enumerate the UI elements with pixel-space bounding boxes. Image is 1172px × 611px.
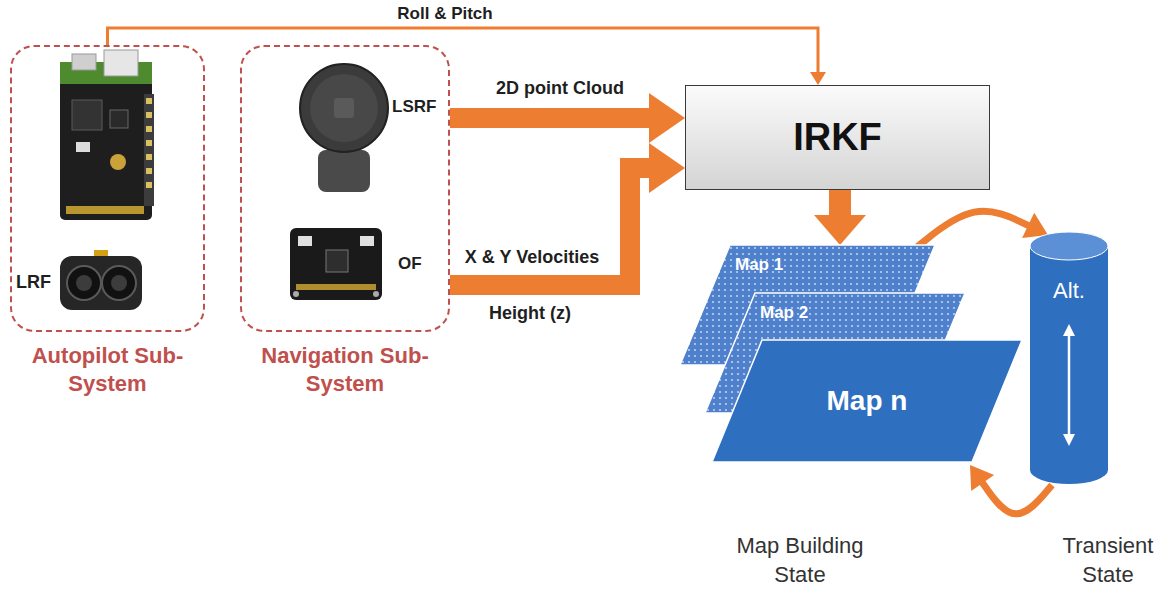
autopilot-board [60, 50, 154, 220]
illustration-part [298, 236, 312, 246]
illustration-part [66, 206, 144, 214]
connector [450, 93, 685, 143]
sensor-name: OF [398, 254, 422, 274]
illustration-part [146, 98, 152, 104]
illustration-part [76, 275, 92, 291]
signal-name: Roll & Pitch [394, 4, 495, 24]
illustration-part [67, 266, 101, 300]
illustration-part [146, 140, 152, 146]
sensor-name: LSRF [392, 97, 436, 117]
illustration-part [110, 154, 126, 170]
filter-box: IRKF [685, 85, 990, 190]
arrowhead [649, 143, 685, 193]
illustration-part [293, 291, 299, 297]
illustration-part [102, 266, 136, 300]
signal-name: Height (z) [489, 303, 571, 324]
arrowhead [810, 72, 826, 85]
map-name: Map n [827, 385, 908, 417]
illustration-part [300, 64, 388, 152]
illustration-part [310, 74, 378, 142]
signal-name: X & Y Velocities [462, 247, 602, 268]
connector-line [917, 211, 1029, 247]
illustration-part [111, 275, 127, 291]
map-shape [712, 340, 1022, 462]
arrowhead [814, 215, 866, 245]
altitude-label: Alt. [1030, 278, 1108, 304]
lsrf-lidar [300, 64, 388, 192]
illustration-part [146, 126, 152, 132]
connector [814, 190, 866, 245]
filter-name: IRKF [793, 116, 882, 159]
illustration-part [360, 236, 374, 246]
illustration-part [296, 284, 376, 290]
subsystem-heading: Navigation Sub-System [242, 342, 448, 397]
map-name: Map 2 [760, 303, 808, 323]
illustration-part [146, 168, 152, 174]
cylinder-body [1030, 246, 1108, 484]
connector-line [829, 190, 851, 216]
connector-line [982, 482, 1052, 514]
connector [450, 143, 685, 285]
illustration-part [373, 291, 379, 297]
connector-line [450, 108, 650, 128]
altitude-cylinder: Alt. [1030, 232, 1108, 484]
arrowhead [970, 465, 994, 491]
altitude-arrowhead [1063, 324, 1075, 336]
illustration-part [72, 100, 102, 130]
altitude-arrowhead [1063, 434, 1075, 446]
connector-line [450, 168, 650, 285]
map-name: Map 1 [735, 255, 783, 275]
illustration-part [146, 154, 152, 160]
arrowhead [1022, 213, 1048, 238]
illustration-part [72, 54, 96, 70]
state-name: Transient State [1052, 532, 1164, 589]
illustration-part [146, 112, 152, 118]
altitude-arrow [1068, 334, 1071, 436]
subsystem-box: Navigation Sub-System [240, 45, 450, 332]
arrowhead [649, 93, 685, 143]
illustration-part [60, 62, 152, 220]
heading-holder: Navigation Sub-System [242, 342, 448, 397]
cylinder-outline [1030, 232, 1108, 484]
illustration-part [318, 150, 370, 192]
illustration-part [104, 50, 138, 76]
state-name: Map Building State [715, 532, 885, 589]
illustration-part [326, 250, 348, 272]
map-layer: Map n [712, 340, 1022, 462]
connector [108, 28, 827, 85]
sensor-name: LRF [16, 272, 51, 293]
connector [917, 211, 1048, 247]
illustration-part [76, 142, 90, 152]
subsystem-heading: Autopilot Sub-System [12, 342, 203, 397]
lrf-sensor [60, 250, 142, 310]
illustration-part [290, 228, 382, 300]
optical-flow-board [290, 228, 382, 300]
cylinder-top [1030, 232, 1108, 260]
heading-holder: Autopilot Sub-System [12, 342, 203, 397]
illustration-part [144, 94, 154, 206]
illustration-part [146, 182, 152, 188]
illustration-part [110, 110, 128, 128]
illustration-part [60, 256, 142, 310]
signal-name: 2D point Cloud [493, 78, 627, 99]
connector-line [108, 28, 819, 73]
illustration-part [334, 98, 354, 118]
